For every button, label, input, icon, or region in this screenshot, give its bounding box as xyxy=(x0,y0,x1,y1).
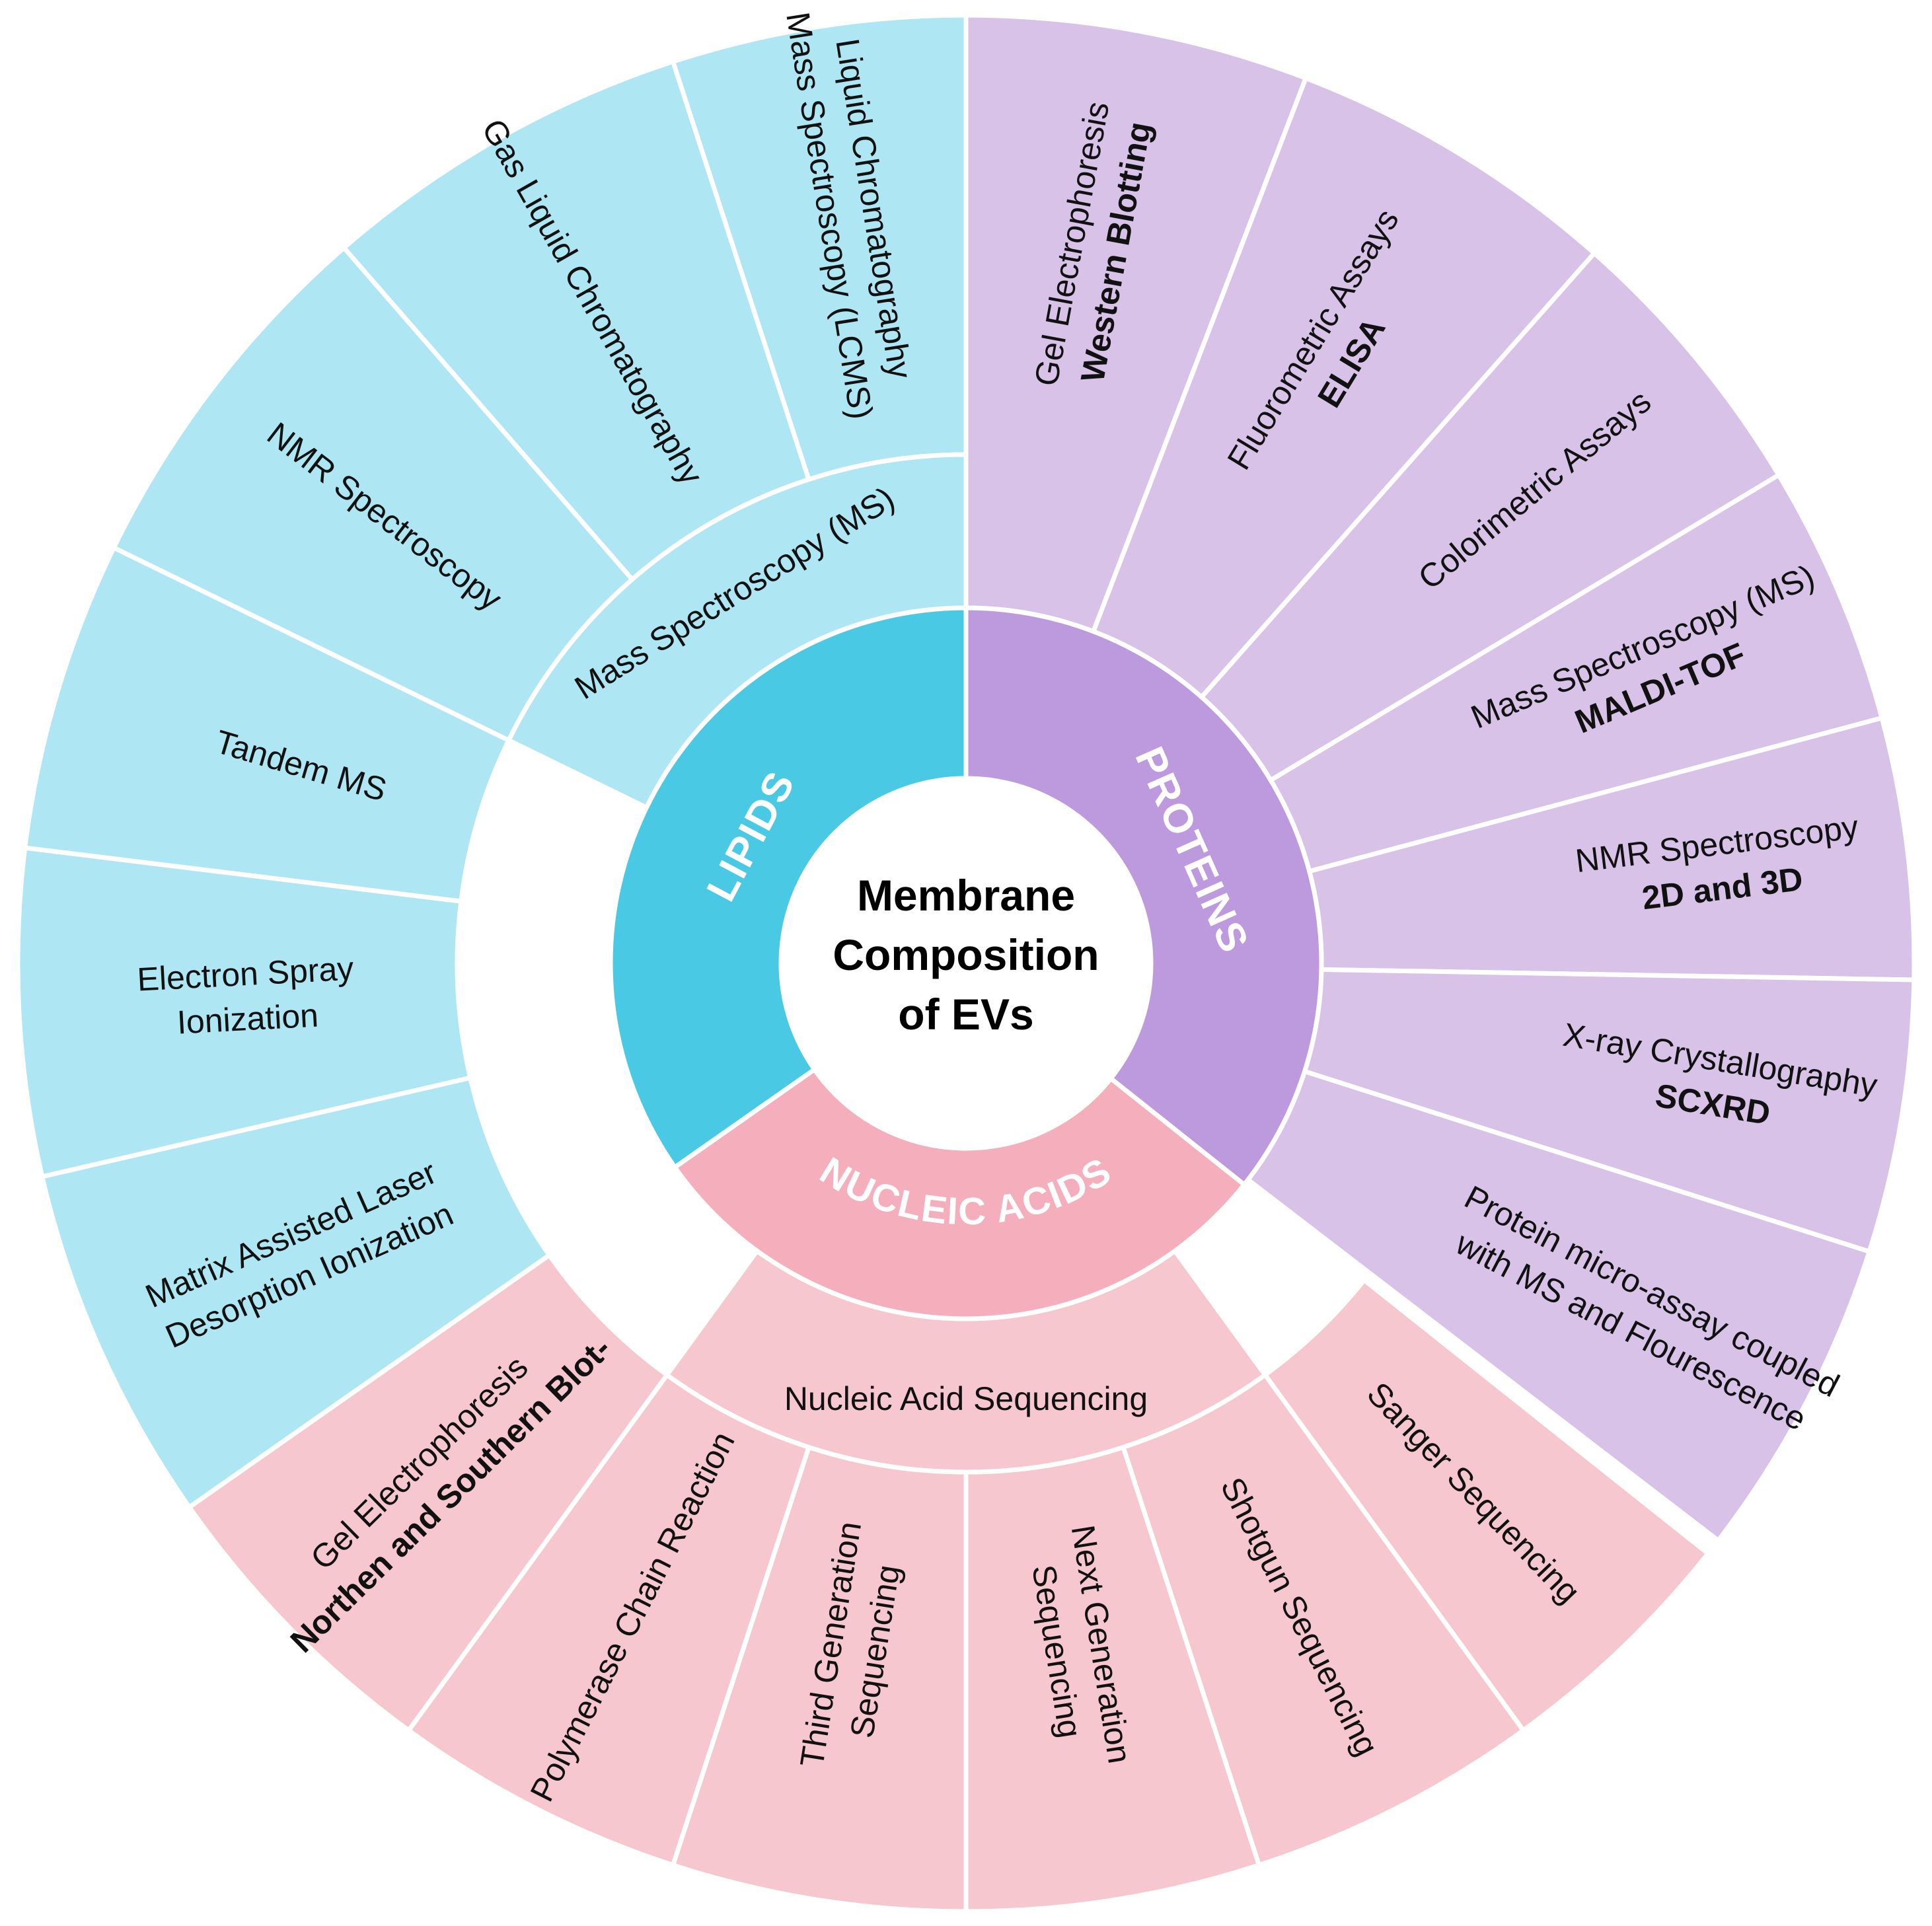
lipids-wedge-matrix-assisted-laser-desorption-ionization xyxy=(39,1075,553,1510)
outer-wedges-layer xyxy=(15,13,1917,1914)
nucleic-acids-subgroup-label: Nucleic Acid Sequencing xyxy=(784,1380,1148,1417)
category-ring-layer xyxy=(608,605,1324,1321)
center-title-line-1: Membrane xyxy=(857,871,1075,920)
center-circle xyxy=(781,778,1151,1148)
center-title-line-2: Composition xyxy=(833,930,1099,979)
center-hub: Membrane Composition of EVs xyxy=(781,778,1151,1148)
wedge-label-line: Ionization xyxy=(176,996,320,1041)
center-title-line-3: of EVs xyxy=(898,990,1033,1039)
